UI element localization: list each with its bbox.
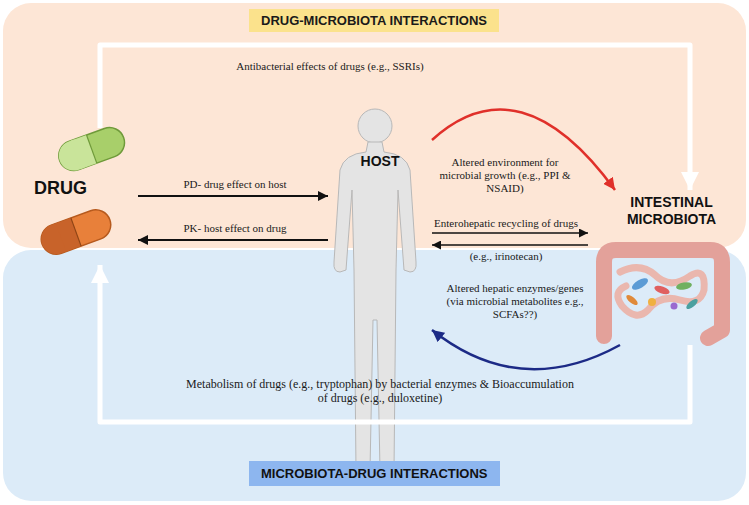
node-text: HOST	[328, 153, 432, 169]
connector-arrow	[432, 232, 588, 234]
connector-arrow	[100, 45, 690, 190]
drug-node: DRUG	[28, 128, 138, 265]
edge-label: PK- host effect on drug	[145, 222, 325, 235]
connector-arrow	[138, 195, 328, 197]
edge-label: Metabolism of drugs (e.g., tryptophan) b…	[180, 377, 580, 405]
node-text: DRUG-MICROBIOTA INTERACTIONS	[261, 13, 487, 28]
heading-box: MICROBIOTA-DRUG INTERACTIONS	[249, 461, 500, 486]
intestine-illustration	[604, 250, 722, 338]
host-node: HOST	[328, 105, 432, 477]
connector-arrow	[432, 244, 588, 246]
edge-label: (e.g., irinotecan)	[420, 250, 592, 263]
edge-label: Enterohepatic recycling of drugs	[420, 217, 592, 230]
connector-arrow	[138, 239, 328, 241]
connector-arrow	[432, 330, 620, 369]
connector-arrow	[100, 265, 690, 422]
heading-box: DRUG-MICROBIOTA INTERACTIONS	[249, 9, 499, 32]
node-text: INTESTINAL MICROBIOTA	[588, 194, 749, 228]
node-text: DRUG	[34, 178, 87, 199]
edge-label: Altered environment for microbial growth…	[435, 156, 575, 195]
edge-label: Altered hepatic enzymes/genes (via micro…	[440, 282, 590, 321]
edge-label: PD- drug effect on host	[145, 178, 325, 191]
edge-label: Antibacterial effects of drugs (e.g., SS…	[190, 60, 470, 73]
node-text: MICROBIOTA-DRUG INTERACTIONS	[261, 466, 488, 481]
microbiota-node: INTESTINAL MICROBIOTA	[588, 190, 749, 345]
